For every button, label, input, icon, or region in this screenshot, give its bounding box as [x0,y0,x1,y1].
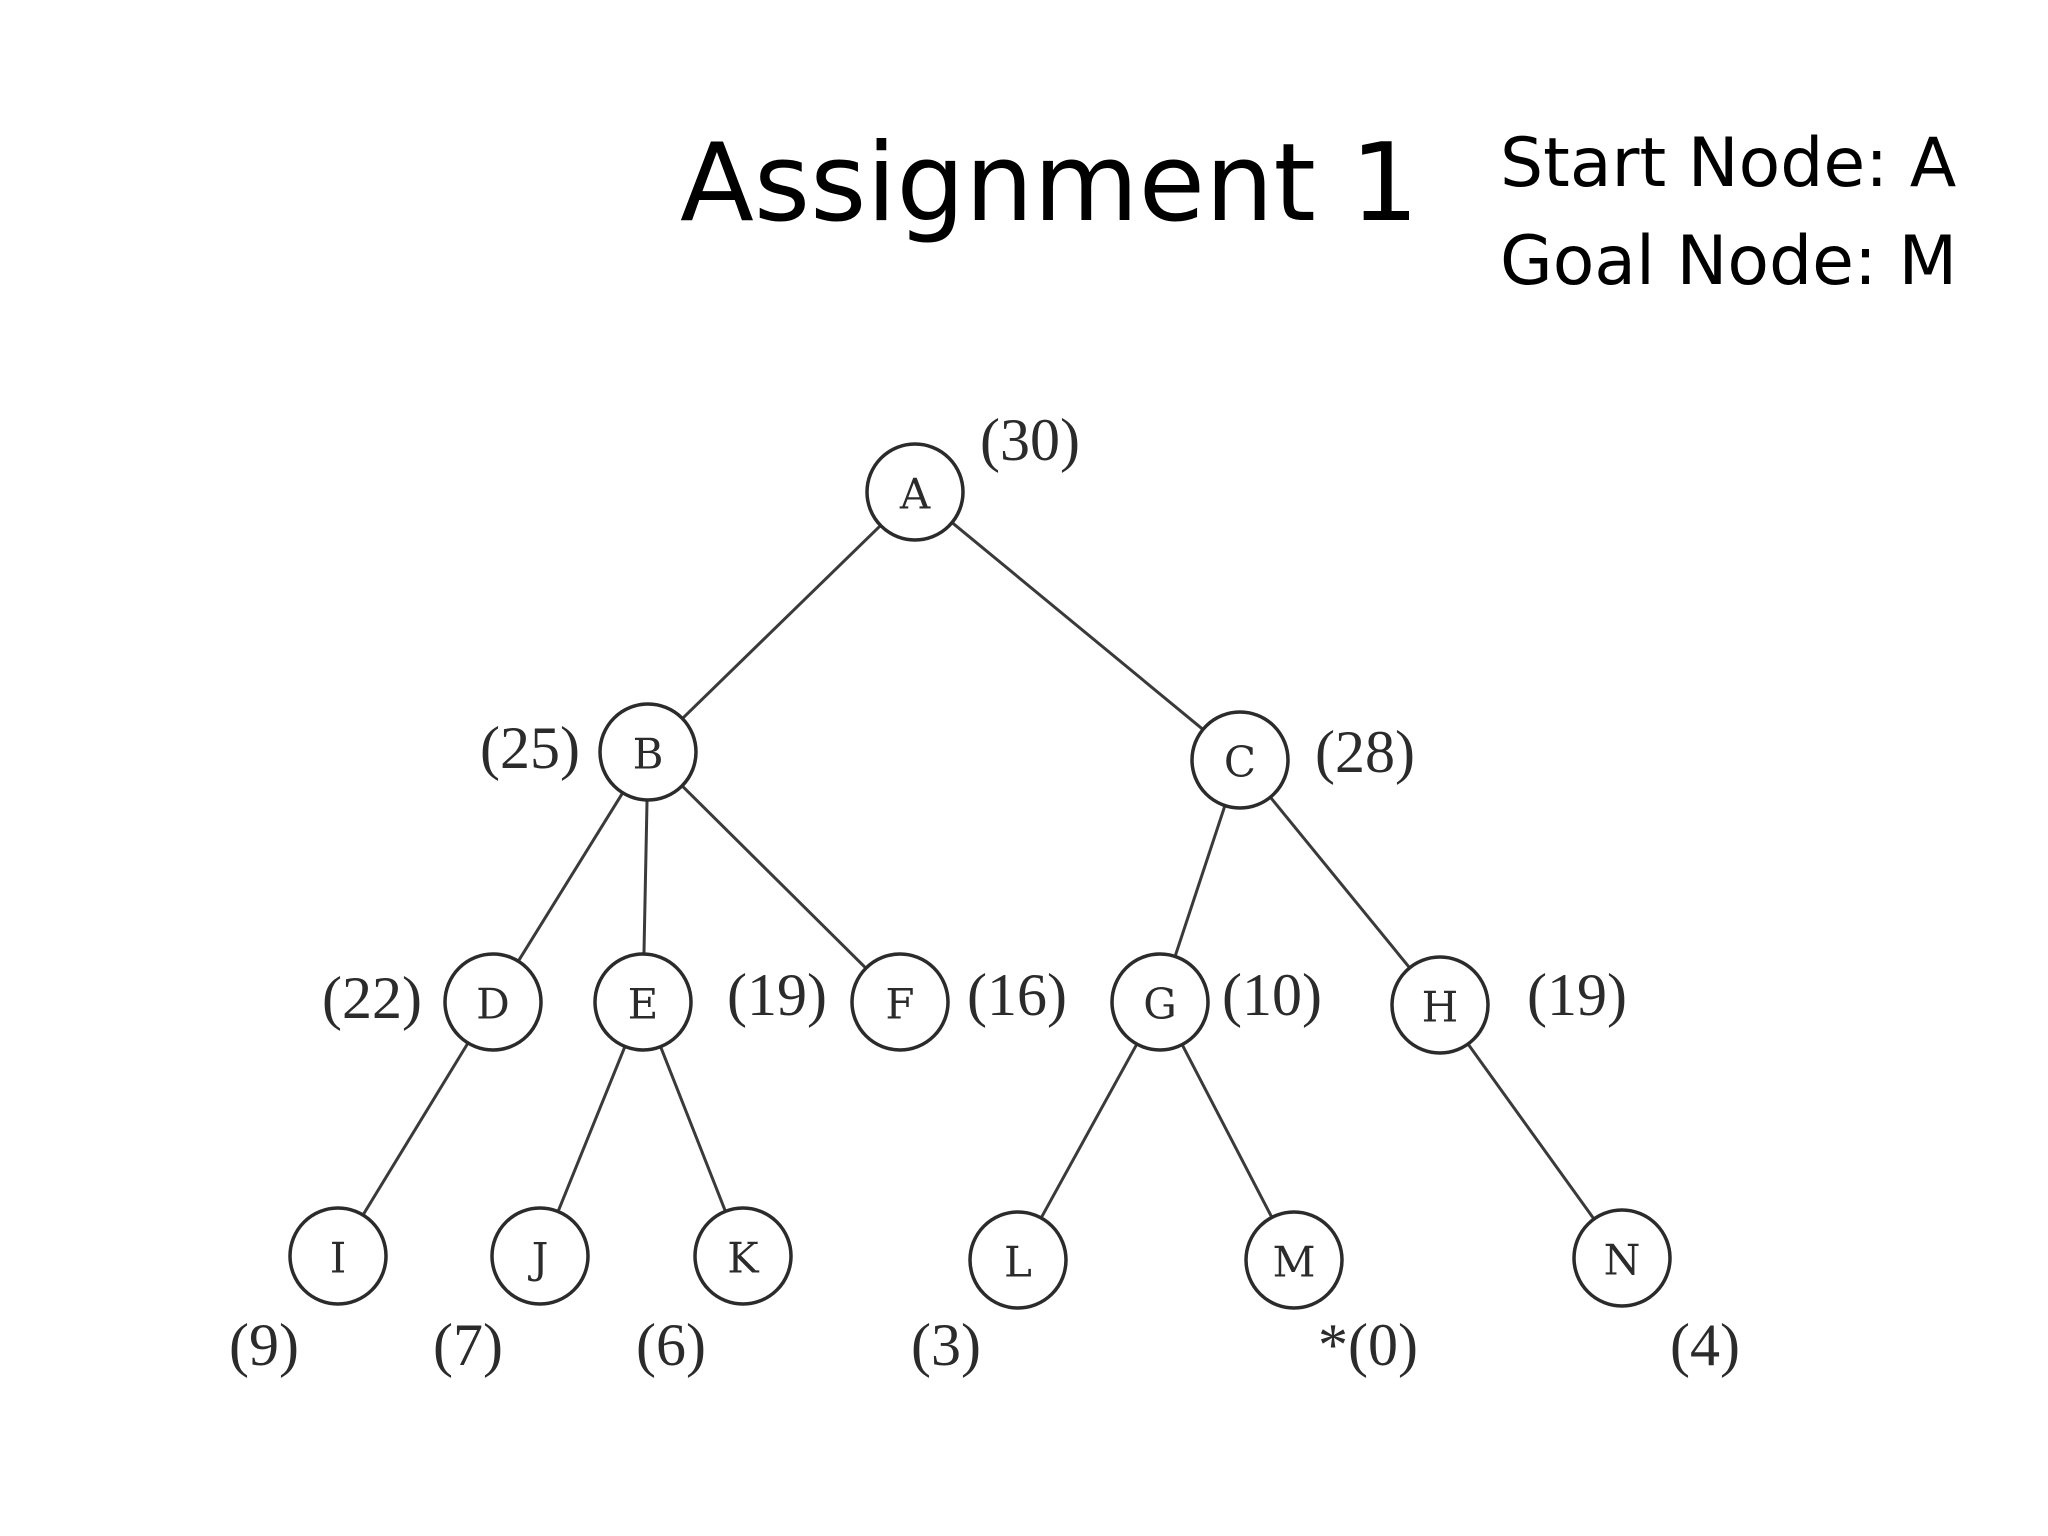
tree-edges [361,521,1596,1220]
node-circle-d [443,952,543,1052]
node-circle-k [693,1206,793,1306]
heuristic-label-a: (30) [980,407,1080,473]
edge-b-d [517,792,624,962]
node-l: L [968,1210,1068,1310]
node-c: C [1190,710,1290,810]
node-k: K [693,1206,793,1306]
node-g: G [1110,952,1210,1052]
node-circle-l [968,1210,1068,1310]
heuristic-label-k: (6) [636,1312,706,1378]
edge-c-h [1269,796,1411,969]
heuristic-label-l: (3) [911,1312,981,1378]
node-letter-g: G [1143,980,1177,1029]
node-letter-e: E [628,980,659,1029]
node-h: H [1390,955,1490,1055]
node-letter-c: C [1224,738,1256,787]
heuristic-label-g: (10) [1222,962,1322,1028]
node-letter-j: J [528,1234,549,1283]
slide-title: Assignment 1 [680,121,1419,246]
node-circle-f [850,952,950,1052]
edge-a-b [681,524,882,720]
heuristic-label-b: (25) [480,715,580,781]
edge-g-l [1039,1043,1139,1219]
node-f: F [850,952,950,1052]
node-letter-n: N [1604,1236,1641,1285]
edge-b-f [681,784,867,970]
edge-d-i [361,1042,470,1216]
node-circle-m [1244,1210,1344,1310]
edge-b-e [642,799,649,955]
node-n: N [1572,1208,1672,1308]
node-circle-n [1572,1208,1672,1308]
node-circle-c [1190,710,1290,810]
node-letter-f: F [885,980,914,1029]
tree-nodes: A B C D E F G H I J K L M N [288,442,1672,1310]
node-b: B [598,702,698,802]
heuristic-label-h: (19) [1527,962,1627,1028]
node-circle-j [490,1206,590,1306]
node-circle-a [865,442,965,542]
node-e: E [593,952,693,1052]
start-node-label: Start Node: A [1500,124,1957,203]
heuristic-label-i: (9) [229,1312,299,1378]
node-letter-a: A [899,470,931,519]
node-j: J [490,1206,590,1306]
node-letter-i: I [330,1234,347,1283]
edge-e-j [556,1045,627,1213]
edge-g-m [1180,1043,1274,1219]
edge-a-c [951,521,1204,731]
edge-h-n [1466,1043,1596,1220]
heuristic-label-m: *(0) [1318,1312,1418,1378]
goal-node-label: Goal Node: M [1500,222,1958,301]
node-letter-b: B [633,730,664,779]
node-letter-d: D [476,980,510,1029]
node-a: A [865,442,965,542]
node-letter-h: H [1422,983,1459,1032]
node-circle-b [598,702,698,802]
heuristic-label-f: (16) [967,962,1067,1028]
heuristic-label-e: (19) [727,962,827,1028]
node-d: D [443,952,543,1052]
edge-e-k [659,1046,727,1212]
heuristic-label-c: (28) [1315,719,1415,785]
node-i: I [288,1206,388,1306]
heuristic-label-j: (7) [433,1312,503,1378]
heuristic-labels: (30) (25) (28) (22) (19) (16) (10) (19) (9) (7) (6… [229,407,1740,1378]
node-letter-l: L [1004,1238,1032,1287]
heuristic-label-d: (22) [322,965,422,1031]
node-letter-k: K [727,1234,760,1283]
node-m: M [1244,1210,1344,1310]
node-circle-h [1390,955,1490,1055]
node-letter-m: M [1272,1238,1315,1287]
node-circle-e [593,952,693,1052]
edge-c-g [1173,805,1227,957]
node-circle-i [288,1206,388,1306]
node-circle-g [1110,952,1210,1052]
heuristic-label-n: (4) [1670,1312,1740,1378]
